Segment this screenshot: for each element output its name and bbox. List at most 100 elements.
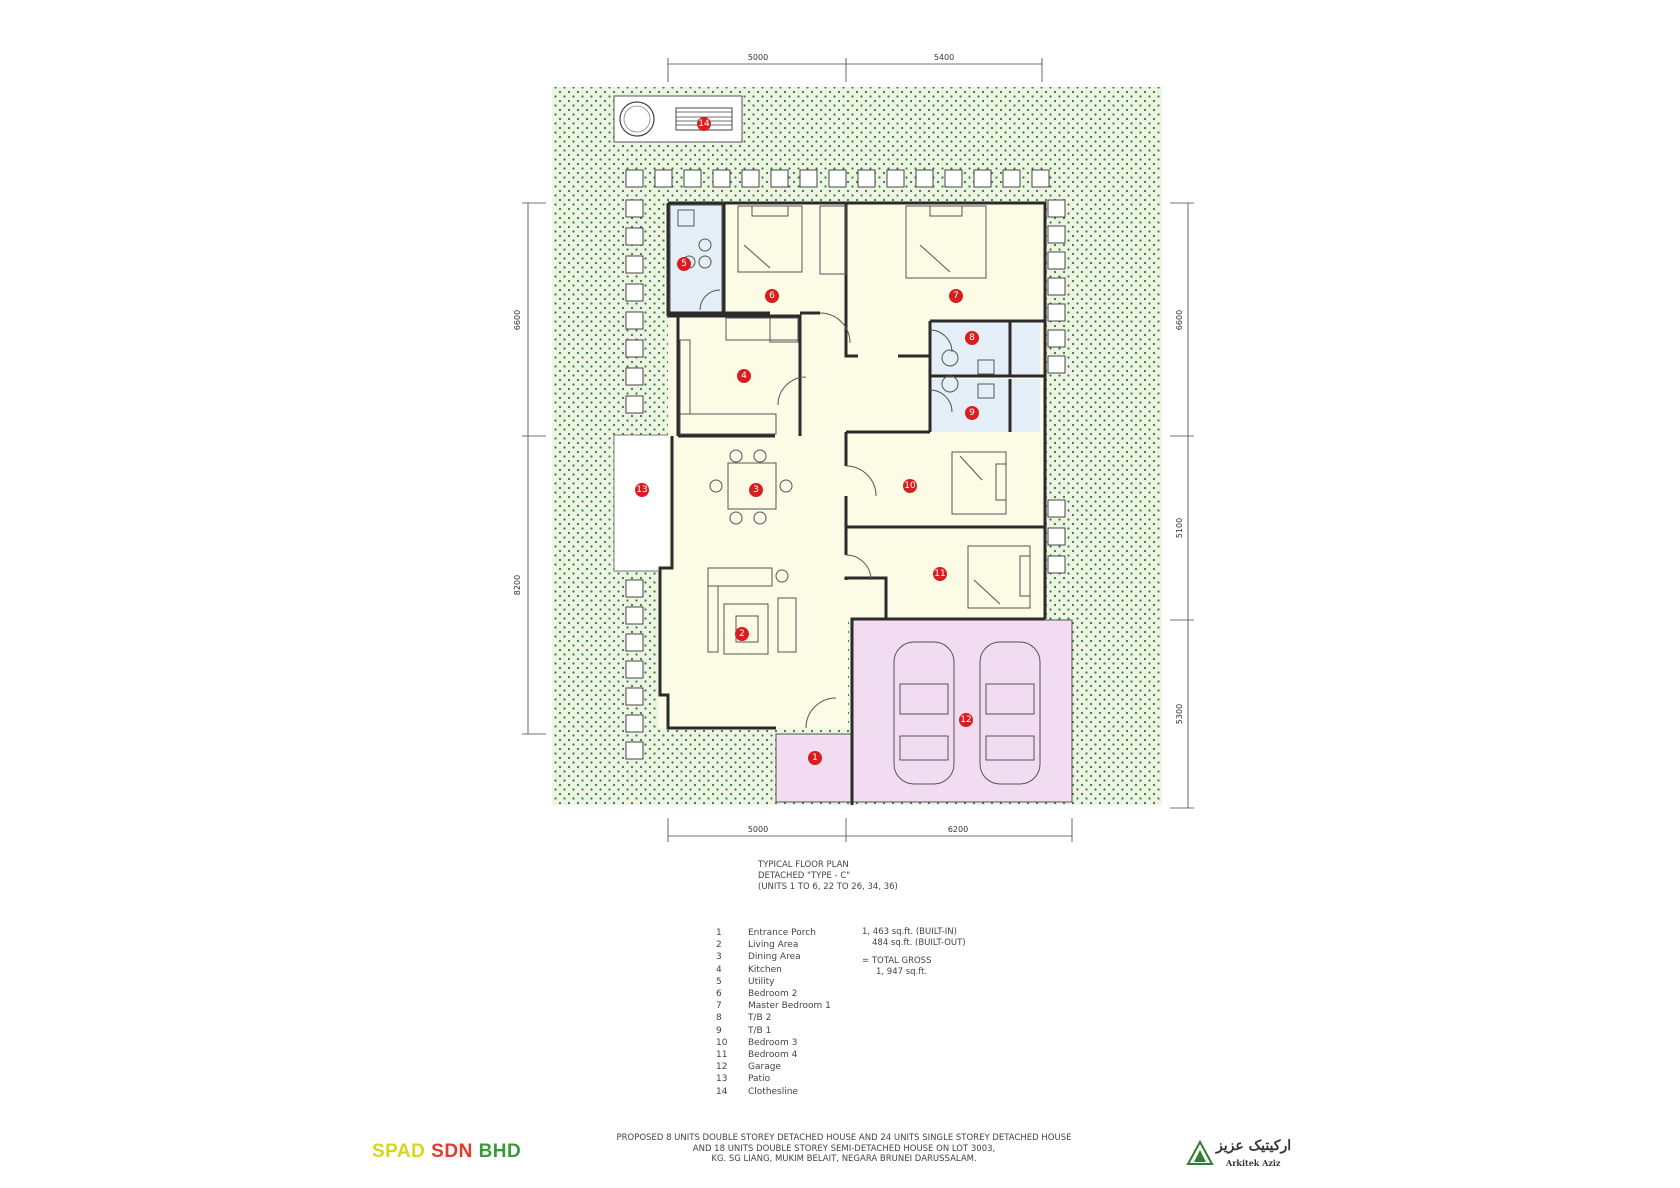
- clothesline-area: [613, 95, 743, 143]
- architect-logo: ارکيتيک عزيز Arkitek Aziz: [1186, 1138, 1322, 1174]
- room-marker-8: 8: [965, 331, 979, 345]
- paver-block: [1047, 199, 1066, 218]
- room-marker-1: 1: [808, 751, 822, 765]
- paver-block: [625, 579, 644, 598]
- legend-row: 10 Bedroom 3: [716, 1037, 831, 1049]
- dimension-lines: [522, 58, 1194, 842]
- dim-right-3: 5300: [1175, 704, 1184, 724]
- entrance-porch: [775, 733, 853, 803]
- paver-block: [1047, 303, 1066, 322]
- area-summary: 1, 463 sq.ft. (BUILT-IN) 484 sq.ft. (BUI…: [862, 927, 966, 978]
- paver-block: [1047, 225, 1066, 244]
- dim-bottom-1: 5000: [748, 825, 768, 834]
- legend-number: 1: [716, 928, 722, 938]
- paver-block: [770, 169, 789, 188]
- legend-number: 8: [716, 1013, 722, 1024]
- room-marker-10: 10: [903, 479, 917, 493]
- legend-row: 8 T/B 2: [716, 1012, 831, 1024]
- dim-left-1: 6600: [513, 310, 522, 330]
- svg-text:10: 10: [904, 481, 916, 491]
- legend-row: 12 Garage: [716, 1061, 831, 1073]
- area-total-value: 1, 947 sq.ft.: [876, 967, 928, 977]
- legend-name: Master Bedroom 1: [748, 1001, 831, 1012]
- svg-text:2: 2: [739, 629, 745, 639]
- paver-block: [915, 169, 934, 188]
- paver-block: [944, 169, 963, 188]
- area-built-out: 484 sq.ft. (BUILT-OUT): [872, 938, 966, 948]
- legend-number: 11: [716, 1050, 728, 1061]
- bathroom-tb1: [930, 379, 1040, 432]
- paver-block: [625, 633, 644, 652]
- legend-name: Entrance Porch: [748, 928, 816, 938]
- furniture: [677, 205, 1041, 785]
- company-part-sdn: SDN: [431, 1141, 473, 1162]
- svg-text:11: 11: [934, 569, 945, 579]
- legend-number: 9: [716, 1025, 722, 1036]
- legend-name: T/B 2: [748, 1013, 772, 1024]
- room-marker-6: 6: [765, 289, 779, 303]
- patio-area: [613, 434, 671, 572]
- paver-block: [886, 169, 905, 188]
- project-line-3: Kg. Sg Liang, Mukim Belait, Negara Brune…: [711, 1154, 977, 1164]
- svg-text:5: 5: [681, 259, 687, 269]
- company-part-spad: SPAD: [372, 1141, 426, 1162]
- paver-block: [1047, 527, 1066, 546]
- caption-line-2: Detached "Type - C": [758, 871, 851, 881]
- svg-text:14: 14: [698, 119, 710, 129]
- room-marker-9: 9: [965, 406, 979, 420]
- room-marker-7: 7: [949, 289, 963, 303]
- company-name: SPAD SDN BHD: [372, 1141, 521, 1163]
- caption-line-3: (Units 1 to 6, 22 to 26, 34, 36): [758, 882, 898, 892]
- paver-block: [1047, 355, 1066, 374]
- paver-block: [625, 714, 644, 733]
- room-marker-14: 14: [697, 117, 711, 131]
- legend-name: Garage: [748, 1062, 781, 1073]
- paver-block: [1047, 277, 1066, 296]
- legend-name: Bedroom 3: [748, 1037, 798, 1048]
- legend-name: Clothesline: [748, 1086, 798, 1097]
- triangle-logo-icon: [1186, 1140, 1214, 1165]
- paver-block: [625, 606, 644, 625]
- paver-block: [683, 169, 702, 188]
- paver-block: [741, 169, 760, 188]
- walls: [658, 201, 1047, 805]
- dim-top-1: 5000: [748, 53, 768, 62]
- room-marker-5: 5: [677, 257, 691, 271]
- legend-number: 10: [716, 1037, 728, 1048]
- legend-number: 12: [716, 1062, 728, 1073]
- dim-left-2: 8200: [513, 575, 522, 595]
- room-marker-12: 12: [959, 713, 973, 727]
- legend-row: 11 Bedroom 4: [716, 1049, 831, 1061]
- paver-block: [625, 339, 644, 358]
- garage-area: [851, 619, 1073, 803]
- paver-block: [1047, 251, 1066, 270]
- dim-bottom-2: 6200: [948, 825, 968, 834]
- legend-name: Bedroom 4: [748, 1050, 798, 1061]
- paver-block: [828, 169, 847, 188]
- plan-caption: Typical Floor Plan Detached "Type - C" (…: [758, 860, 898, 893]
- area-total-label: = TOTAL GROSS: [862, 956, 932, 966]
- legend-number: 13: [716, 1074, 728, 1085]
- legend-name: Utility: [748, 976, 775, 987]
- svg-text:6: 6: [769, 291, 775, 301]
- dim-right-2: 5100: [1175, 518, 1184, 538]
- legend-number: 2: [716, 940, 722, 951]
- legend-row: 1 Entrance Porch: [716, 927, 831, 939]
- paver-block: [973, 169, 992, 188]
- paver-block: [625, 741, 644, 760]
- paver-block: [1031, 169, 1050, 188]
- company-part-bhd: BHD: [478, 1141, 522, 1162]
- project-line-2: and 18 units double storey semi-detached…: [692, 1143, 996, 1154]
- paver-block: [625, 227, 644, 246]
- paver-block: [625, 169, 644, 188]
- svg-text:3: 3: [753, 485, 759, 495]
- paver-block: [1047, 555, 1066, 574]
- legend-number: 4: [716, 964, 722, 975]
